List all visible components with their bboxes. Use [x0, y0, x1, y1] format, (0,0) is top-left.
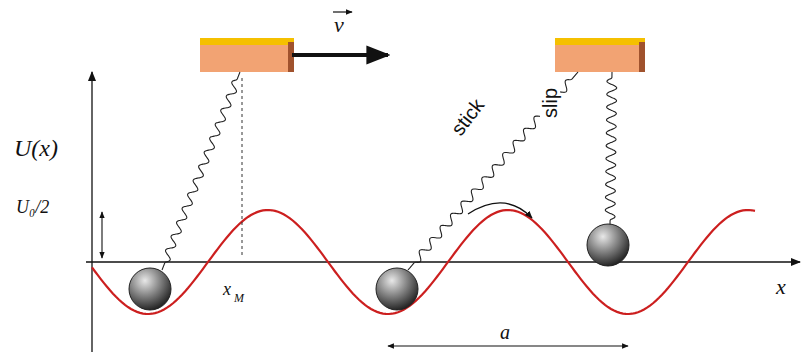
ball — [129, 268, 171, 310]
spring — [162, 72, 240, 270]
vector-sign — [333, 11, 352, 12]
ball — [376, 268, 418, 310]
support-block — [200, 38, 294, 72]
spring — [605, 72, 616, 226]
period-label: a — [500, 322, 510, 342]
ball — [587, 224, 629, 266]
axis-label: x — [776, 276, 786, 298]
state-label: stick — [446, 93, 489, 140]
state-label: slip — [540, 86, 560, 120]
axis-label: U(x) — [14, 136, 58, 160]
velocity-label: v — [334, 14, 344, 36]
velocity-arrow — [292, 53, 388, 57]
x-axis — [86, 261, 800, 262]
amplitude-arrow — [101, 212, 102, 258]
slip-arrow — [468, 203, 532, 218]
position-subscript: M — [234, 292, 244, 304]
y-axis — [91, 72, 92, 352]
position-guide — [242, 78, 243, 258]
period-arrow — [388, 345, 628, 346]
spring — [408, 72, 578, 270]
amplitude-label: U₀/2 — [16, 198, 49, 216]
position-label: x — [223, 280, 231, 298]
potential-curve — [92, 210, 755, 314]
support-block — [555, 38, 645, 72]
